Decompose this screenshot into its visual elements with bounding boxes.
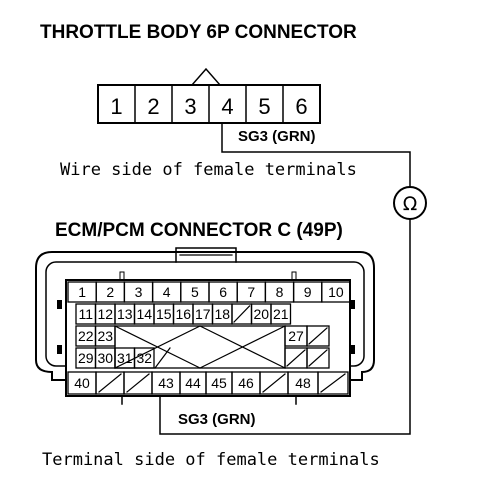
- terminal-label: 21: [273, 306, 289, 322]
- wire-throttle-to-meter: [221, 122, 411, 187]
- terminal-label: 23: [97, 328, 113, 344]
- terminal-label: 2: [106, 284, 114, 300]
- terminal-label: 6: [219, 284, 227, 300]
- empty-cavity-mark: [320, 373, 346, 393]
- terminal-cell: [306, 347, 330, 369]
- terminal-label: 30: [97, 350, 113, 366]
- terminal-label: 8: [276, 284, 284, 300]
- empty-cavity-mark: [308, 349, 328, 367]
- terminal-label: 4: [163, 284, 171, 300]
- terminal-label: 43: [158, 375, 174, 391]
- empty-cavity-mark: [286, 349, 306, 367]
- terminal-label: 5: [191, 284, 199, 300]
- ohm-symbol-icon: Ω: [403, 193, 418, 215]
- terminal-label: 14: [136, 306, 152, 322]
- throttle-pin-label: 5: [258, 94, 270, 119]
- throttle-pin-label: 6: [295, 94, 307, 119]
- throttle-pin-label: 2: [147, 94, 159, 119]
- terminal-cell: [317, 371, 349, 395]
- terminal-label: 11: [78, 306, 93, 322]
- terminal-label: 12: [97, 306, 113, 322]
- terminal-label: 22: [78, 328, 94, 344]
- empty-cavity-mark: [154, 347, 171, 369]
- ecm-connector-caption: Terminal side of female terminals: [42, 450, 380, 470]
- throttle-pin-label: 4: [221, 94, 233, 119]
- empty-cavity-mark: [126, 373, 150, 393]
- empty-cavity-mark: [199, 325, 286, 369]
- empty-cavity-mark: [114, 325, 201, 369]
- terminal-label: 16: [175, 306, 191, 322]
- terminal-label: 20: [253, 306, 269, 322]
- terminal-label: 15: [156, 306, 172, 322]
- terminal-cell: [270, 303, 292, 325]
- terminal-label: 48: [295, 375, 311, 391]
- empty-cavity-mark: [308, 327, 328, 345]
- terminal-label: 1: [78, 284, 86, 300]
- terminal-label: 31: [117, 350, 133, 366]
- ecm-connector-title: ECM/PCM CONNECTOR C (49P): [55, 220, 343, 241]
- throttle-connector-caption: Wire side of female terminals: [60, 160, 357, 180]
- terminal-label: 44: [185, 375, 201, 391]
- empty-cavity-mark: [262, 373, 286, 393]
- terminal-cell: [321, 281, 351, 303]
- terminal-label: 18: [214, 306, 230, 322]
- terminal-label: 40: [74, 375, 90, 391]
- terminal-label: 3: [135, 284, 143, 300]
- throttle-wire-label: SG3 (GRN): [238, 128, 316, 145]
- terminal-label: 46: [238, 375, 254, 391]
- wire-meter-to-ecm: [159, 218, 411, 435]
- ecm-wire-label: SG3 (GRN): [178, 411, 256, 428]
- terminal-label: 32: [136, 350, 152, 366]
- terminal-label: 27: [288, 328, 304, 344]
- terminal-label: 29: [78, 350, 94, 366]
- terminal-label: 10: [328, 284, 344, 300]
- ohm-meter: Ω: [393, 186, 427, 220]
- throttle-pin-label: 1: [110, 94, 122, 119]
- terminal-cell: [306, 325, 330, 347]
- terminal-label: 17: [195, 306, 211, 322]
- terminal-label: 9: [304, 284, 312, 300]
- terminal-label: 7: [247, 284, 255, 300]
- throttle-connector-title: THROTTLE BODY 6P CONNECTOR: [40, 22, 357, 43]
- empty-cavity-mark: [233, 305, 251, 323]
- terminal-label: 45: [211, 375, 227, 391]
- terminal-label: 13: [117, 306, 133, 322]
- ecm-connector: [35, 247, 375, 405]
- empty-cavity-mark: [98, 373, 122, 393]
- throttle-pin-label: 3: [184, 94, 196, 119]
